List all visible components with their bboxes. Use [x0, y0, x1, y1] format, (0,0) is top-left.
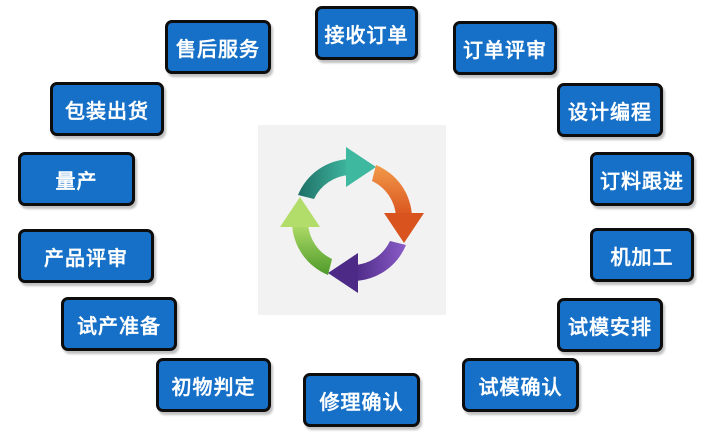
step-packing-shipping: 包装出货: [50, 82, 164, 136]
cycle-graphic: [258, 125, 446, 315]
step-design-program: 设计编程: [557, 83, 663, 137]
green-arrow: [280, 197, 332, 275]
step-order-review: 订单评审: [453, 21, 557, 75]
step-after-sales: 售后服务: [165, 20, 271, 74]
step-trial-mold-confirm: 试模确认: [462, 358, 579, 412]
step-machining: 机加工: [590, 228, 694, 282]
step-product-review: 产品评审: [18, 229, 154, 283]
step-first-article: 初物判定: [156, 358, 271, 412]
step-material-follow: 订料跟进: [590, 152, 694, 206]
purple-arrow: [328, 241, 406, 293]
step-mass-production: 量产: [18, 152, 135, 206]
step-trial-mold-plan: 试模安排: [557, 298, 663, 352]
step-repair-confirm: 修理确认: [303, 373, 420, 427]
step-receive-order: 接收订单: [315, 6, 418, 60]
orange-arrow: [372, 165, 424, 243]
teal-arrow: [298, 147, 376, 199]
step-trial-prep: 试产准备: [61, 297, 177, 351]
circular-arrows-cycle-icon: [280, 147, 424, 293]
